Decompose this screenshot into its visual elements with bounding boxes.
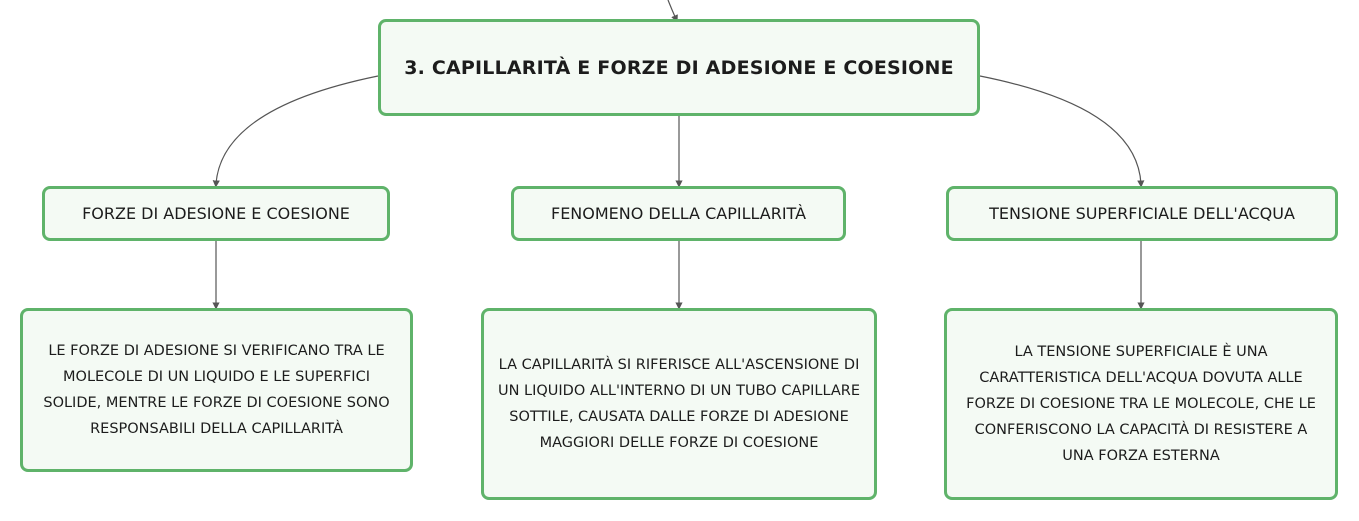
topic-node-surface-tension[interactable]: TENSIONE SUPERFICIALE DELL'ACQUA [946, 186, 1338, 241]
topic-label: FORZE DI ADESIONE E COESIONE [82, 204, 350, 223]
topic-node-adhesion-cohesion[interactable]: FORZE DI ADESIONE E COESIONE [42, 186, 390, 241]
topic-label: TENSIONE SUPERFICIALE DELL'ACQUA [989, 204, 1295, 223]
topic-label: FENOMENO DELLA CAPILLARITÀ [550, 204, 807, 223]
topic-node-capillarity[interactable]: FENOMENO DELLA CAPILLARITÀ [511, 186, 846, 241]
detail-node-adhesion-cohesion[interactable]: LE FORZE DI ADESIONE SI VERIFICANO TRA L… [20, 308, 413, 472]
connector-parent-to-root [667, 0, 678, 23]
root-label: 3. CAPILLARITÀ E FORZE DI ADESIONE E COE… [404, 56, 954, 79]
detail-text: LE FORZE DI ADESIONE SI VERIFICANO TRA L… [43, 343, 390, 437]
root-node[interactable]: 3. CAPILLARITÀ E FORZE DI ADESIONE E COE… [378, 19, 980, 116]
detail-node-capillarity[interactable]: LA CAPILLARITÀ SI RIFERISCE ALL'ASCENSIO… [481, 308, 877, 500]
detail-text: LA CAPILLARITÀ SI RIFERISCE ALL'ASCENSIO… [497, 357, 861, 451]
connector-root-to-topic-3 [979, 75, 1145, 188]
detail-text: LA TENSIONE SUPERFICIALE È UNA CARATTERI… [966, 344, 1316, 464]
detail-node-surface-tension[interactable]: LA TENSIONE SUPERFICIALE È UNA CARATTERI… [944, 308, 1338, 500]
connector-root-to-topic-1 [212, 75, 379, 188]
